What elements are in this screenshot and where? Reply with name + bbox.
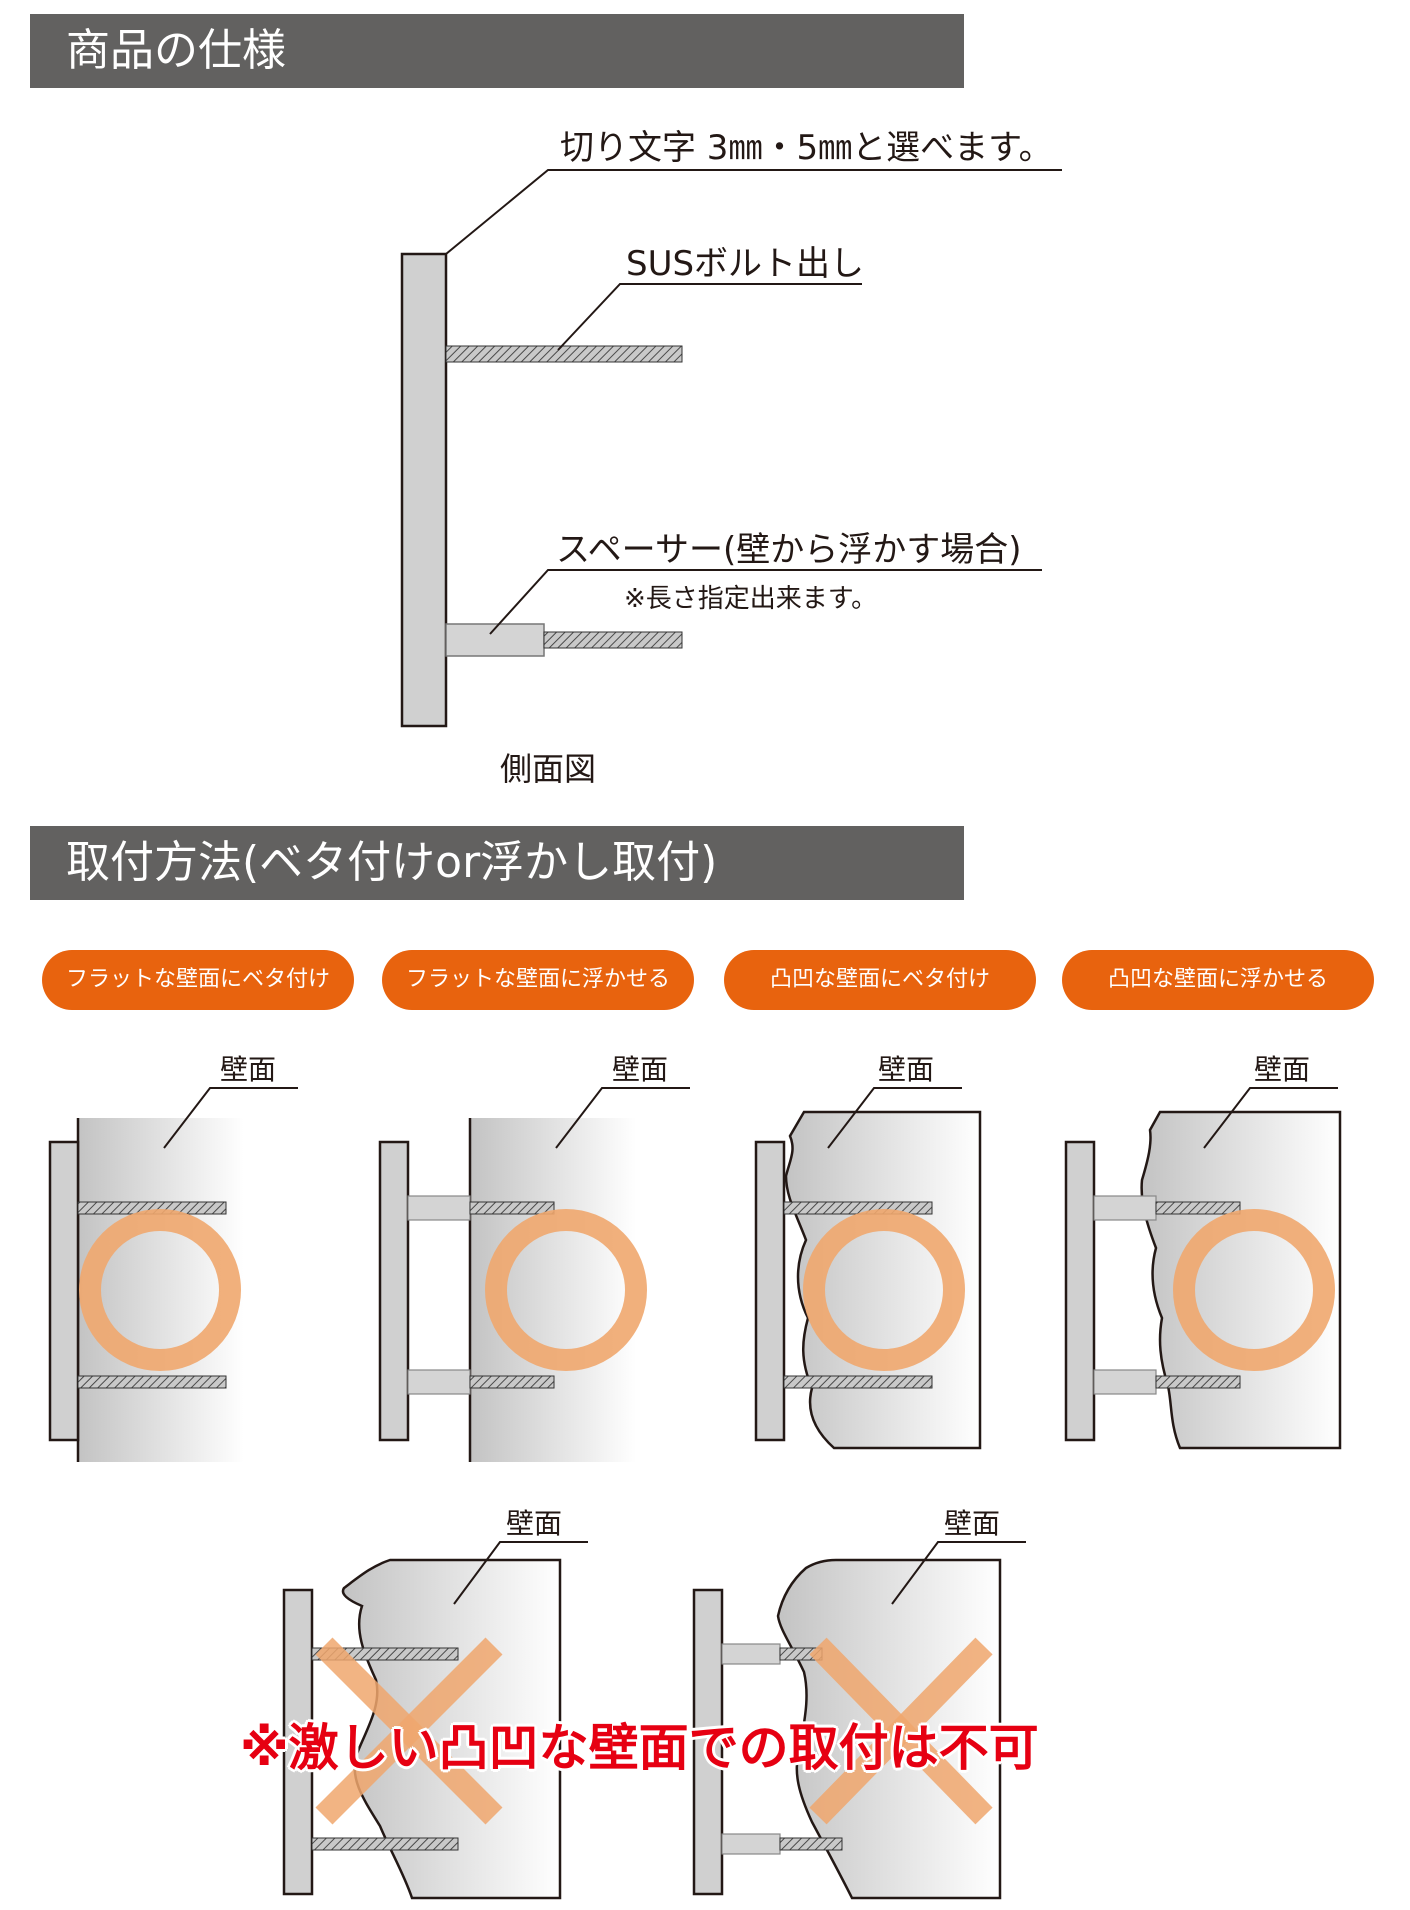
mount-diagram-uneven-float	[1064, 1087, 1342, 1450]
wall-label: 壁面	[220, 1053, 277, 1086]
method-pill-uneven-direct: 凸凹な壁面にベタ付け	[724, 950, 1036, 1010]
mount-diagram-uneven-direct	[754, 1087, 982, 1450]
leader-cut-letter	[445, 169, 1062, 255]
mount-diagram-not-allowed-direct	[282, 1541, 588, 1900]
mount-diagram-flat-float	[378, 1087, 690, 1462]
wall-label: 壁面	[1254, 1053, 1311, 1086]
spacer-bolt	[543, 631, 683, 649]
method-pill-flat-direct: フラットな壁面にベタ付け	[42, 950, 354, 1010]
wall-label: 壁面	[878, 1053, 935, 1086]
letter-plate	[400, 252, 448, 728]
mount-diagram-not-allowed-float	[692, 1541, 1026, 1900]
method-pill-uneven-float: 凸凹な壁面に浮かせる	[1062, 950, 1374, 1010]
section-title: 取付方法(ベタ付けor浮かし取付)	[66, 837, 718, 888]
section-header-spec: 商品の仕様	[30, 14, 964, 88]
wall-label: 壁面	[506, 1507, 563, 1540]
wall-label: 壁面	[612, 1053, 669, 1086]
spacer-label: スペーサー(壁から浮かす場合)	[556, 530, 1022, 570]
method-pill-flat-float: フラットな壁面に浮かせる	[382, 950, 694, 1010]
cut-letter-label: 切り文字 3㎜・5㎜と選べます。	[560, 128, 1053, 168]
not-allowed-warning: ※激しい凸凹な壁面での取付は不可	[240, 1719, 1039, 1777]
leader-spacer	[489, 569, 1042, 635]
leader-sus-bolt	[557, 283, 862, 351]
side-view-diagram	[400, 169, 1062, 728]
side-view-caption: 側面図	[500, 750, 597, 788]
sus-bolt	[445, 345, 683, 363]
mount-diagram-flat-direct	[48, 1087, 298, 1462]
sus-bolt-label: SUSボルト出し	[626, 244, 865, 284]
section-title: 商品の仕様	[66, 25, 286, 76]
spacer-note: ※長さ指定出来ます。	[624, 584, 878, 614]
wall-label: 壁面	[944, 1507, 1001, 1540]
section-header-mounting: 取付方法(ベタ付けor浮かし取付)	[30, 826, 964, 900]
